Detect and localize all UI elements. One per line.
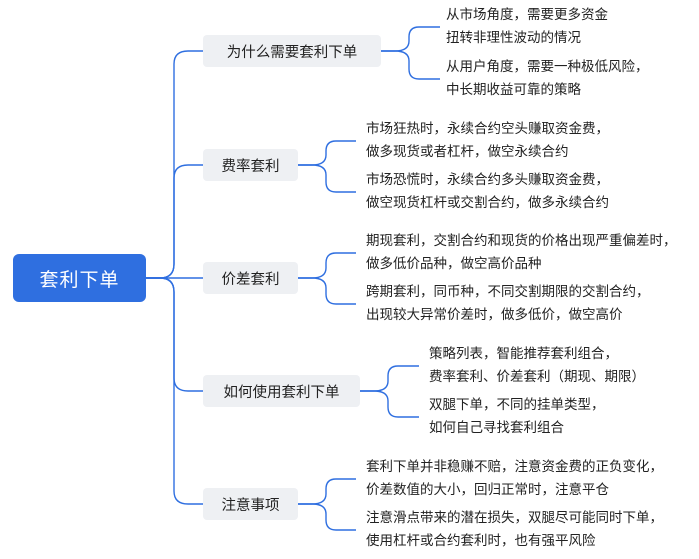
branch-funding-rate-arbitrage[interactable]: 费率套利 bbox=[203, 149, 298, 181]
leaf-slippage-risk: 注意滑点带来的潜在损失，双腿尽可能同时下单， 使用杠杆或合约套利时，也有强平风险 bbox=[366, 507, 663, 553]
connector-branch-1-leaf-2 bbox=[381, 50, 440, 80]
leaf-line: 做多低价品种，做空高价品种 bbox=[366, 256, 542, 272]
leaf-line: 价差数值的大小，回归正常时，注意平仓 bbox=[366, 482, 609, 498]
connector-branch-2-leaf-2 bbox=[298, 164, 356, 193]
connector-branch-3-leaf-2 bbox=[298, 277, 356, 305]
branch-why-arbitrage[interactable]: 为什么需要套利下单 bbox=[203, 35, 381, 67]
leaf-line: 期现套利，交割合约和现货的价格出现严重偏差时， bbox=[366, 233, 677, 249]
leaf-why-user: 从用户角度，需要一种极低风险， 中长期收益可靠的策略 bbox=[446, 56, 649, 102]
leaf-line: 扭转非理性波动的情况 bbox=[446, 30, 581, 46]
leaf-line: 策略列表，智能推荐套利组合， bbox=[429, 346, 618, 362]
connector-branch-2-leaf-1 bbox=[298, 140, 356, 166]
leaf-not-risk-free: 套利下单并非稳赚不赔，注意资金费的正负变化， 价差数值的大小，回归正常时，注意平… bbox=[366, 456, 663, 502]
leaf-line: 费率套利、价差套利（期现、期限） bbox=[429, 369, 645, 385]
connector-branch-5-leaf-2 bbox=[298, 503, 356, 531]
connector-branch-4-leaf-1 bbox=[360, 365, 419, 392]
leaf-line: 中长期收益可靠的策略 bbox=[446, 82, 581, 98]
leaf-line: 套利下单并非稳赚不赔，注意资金费的正负变化， bbox=[366, 459, 663, 475]
branch-precautions[interactable]: 注意事项 bbox=[203, 488, 298, 520]
connector-root-branch-5 bbox=[146, 277, 203, 505]
connector-branch-3-leaf-1 bbox=[298, 252, 356, 279]
connector-root-branch-2 bbox=[146, 164, 203, 279]
leaf-line: 注意滑点带来的潜在损失，双腿尽可能同时下单， bbox=[366, 510, 663, 526]
leaf-funding-frenzy: 市场狂热时，永续合约空头赚取资金费， 做多现货或者杠杆，做空永续合约 bbox=[366, 118, 609, 164]
leaf-line: 使用杠杆或合约套利时，也有强平风险 bbox=[366, 533, 596, 549]
leaf-spot-futures: 期现套利，交割合约和现货的价格出现严重偏差时， 做多低价品种，做空高价品种 bbox=[366, 230, 677, 276]
connector-branch-1-leaf-1 bbox=[381, 26, 440, 52]
connector-branch-5-leaf-1 bbox=[298, 478, 356, 505]
leaf-funding-panic: 市场恐慌时，永续合约多头赚取资金费， 做空现货杠杆或交割合约，做多永续合约 bbox=[366, 169, 609, 215]
leaf-calendar-spread: 跨期套利，同币种，不同交割期限的交割合约， 出现较大异常价差时，做多低价，做空高… bbox=[366, 281, 650, 327]
leaf-line: 跨期套利，同币种，不同交割期限的交割合约， bbox=[366, 284, 650, 300]
leaf-line: 做多现货或者杠杆，做空永续合约 bbox=[366, 144, 569, 160]
leaf-line: 市场恐慌时，永续合约多头赚取资金费， bbox=[366, 172, 609, 188]
leaf-two-leg-order: 双腿下单，不同的挂单类型， 如何自己寻找套利组合 bbox=[429, 394, 605, 440]
leaf-line: 如何自己寻找套利组合 bbox=[429, 420, 564, 436]
branch-how-to-use[interactable]: 如何使用套利下单 bbox=[203, 375, 360, 407]
leaf-line: 从用户角度，需要一种极低风险， bbox=[446, 59, 649, 75]
branch-spread-arbitrage[interactable]: 价差套利 bbox=[203, 262, 298, 294]
leaf-line: 做空现货杠杆或交割合约，做多永续合约 bbox=[366, 195, 609, 211]
leaf-why-market: 从市场角度，需要更多资金 扭转非理性波动的情况 bbox=[446, 4, 608, 50]
root-node[interactable]: 套利下单 bbox=[13, 254, 146, 302]
connector-branch-4-leaf-2 bbox=[360, 390, 419, 418]
leaf-line: 市场狂热时，永续合约空头赚取资金费， bbox=[366, 121, 609, 137]
leaf-line: 从市场角度，需要更多资金 bbox=[446, 7, 608, 23]
leaf-line: 双腿下单，不同的挂单类型， bbox=[429, 397, 605, 413]
leaf-strategy-list: 策略列表，智能推荐套利组合， 费率套利、价差套利（期现、期限） bbox=[429, 343, 645, 389]
leaf-line: 出现较大异常价差时，做多低价，做空高价 bbox=[366, 307, 623, 323]
